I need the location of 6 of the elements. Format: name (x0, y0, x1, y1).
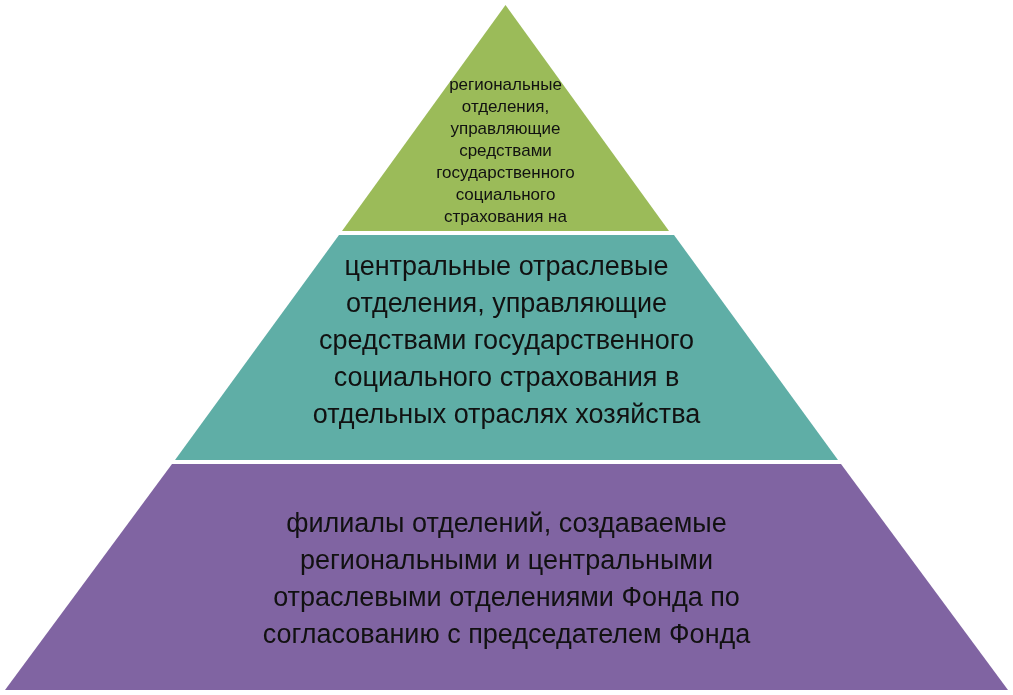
tier-text: филиалы отделений, создаваемые региональными и центральными отраслевыми отделениями Фонда по согласованию с председателем Фонда (261, 507, 752, 651)
tier-text: центральные отраслевые отделения, управляющие средствами государственного социального страхования в отдельных отраслях хозяйства (311, 250, 702, 431)
pyramid-top-tier (342, 5, 669, 231)
tier-text: региональные отделения, управляющие средствами государственного социального страхования на (435, 74, 576, 228)
pyramid-tier (175, 235, 838, 460)
pyramid-tier (5, 464, 1008, 690)
